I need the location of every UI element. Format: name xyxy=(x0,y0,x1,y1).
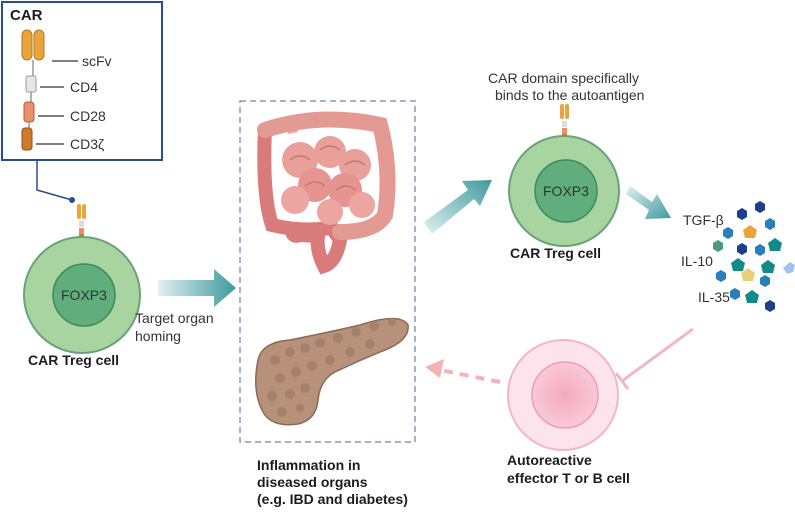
cytokine-il10: IL-10 xyxy=(681,253,713,269)
right-nucleus-label: FOXP3 xyxy=(543,183,589,199)
right-cell-caption: CAR Treg cell xyxy=(510,245,602,261)
intestine-illustration xyxy=(257,111,396,275)
inhibition-line xyxy=(614,327,694,390)
car-legend-box xyxy=(1,1,163,161)
left-nucleus-label: FOXP3 xyxy=(61,287,107,303)
annotation-line1: CAR domain specifically xyxy=(488,70,639,86)
organ-caption-line2: diseased organs xyxy=(257,474,368,490)
cytokine-tgfb: TGF-β xyxy=(683,212,724,228)
car-legend-title: CAR xyxy=(10,7,43,24)
organ-caption-line1: Inflammation in xyxy=(257,457,361,473)
effector-cell xyxy=(507,339,619,451)
label-cd28: CD28 xyxy=(70,108,106,124)
cytokine-cluster xyxy=(713,201,795,312)
homing-line1: Target organ xyxy=(135,310,214,326)
right-car-receptor xyxy=(560,104,569,141)
left-car-treg-cell xyxy=(23,204,141,354)
label-cd4: CD4 xyxy=(70,79,99,95)
homing-arrow xyxy=(158,269,236,307)
effector-caption-line1: Autoreactive xyxy=(507,452,592,468)
right-car-treg-cell xyxy=(508,104,620,247)
legend-connector xyxy=(36,160,73,201)
pancreas-illustration xyxy=(255,317,409,426)
attack-dashed-arrow xyxy=(425,359,501,384)
homing-line2: homing xyxy=(135,328,181,344)
label-cd3z: CD3ζ xyxy=(70,136,105,152)
left-cell-caption: CAR Treg cell xyxy=(28,352,120,368)
cytokine-il35: IL-35 xyxy=(698,289,730,305)
activation-arrow xyxy=(424,180,492,234)
annotation-line2: binds to the autoantigen xyxy=(495,87,645,103)
organ-caption-line3: (e.g. IBD and diabetes) xyxy=(257,491,408,507)
organ-box xyxy=(239,100,416,443)
effector-caption-line2: effector T or B cell xyxy=(507,470,630,486)
label-scfv: scFv xyxy=(82,53,112,69)
secretion-arrow xyxy=(626,186,671,219)
